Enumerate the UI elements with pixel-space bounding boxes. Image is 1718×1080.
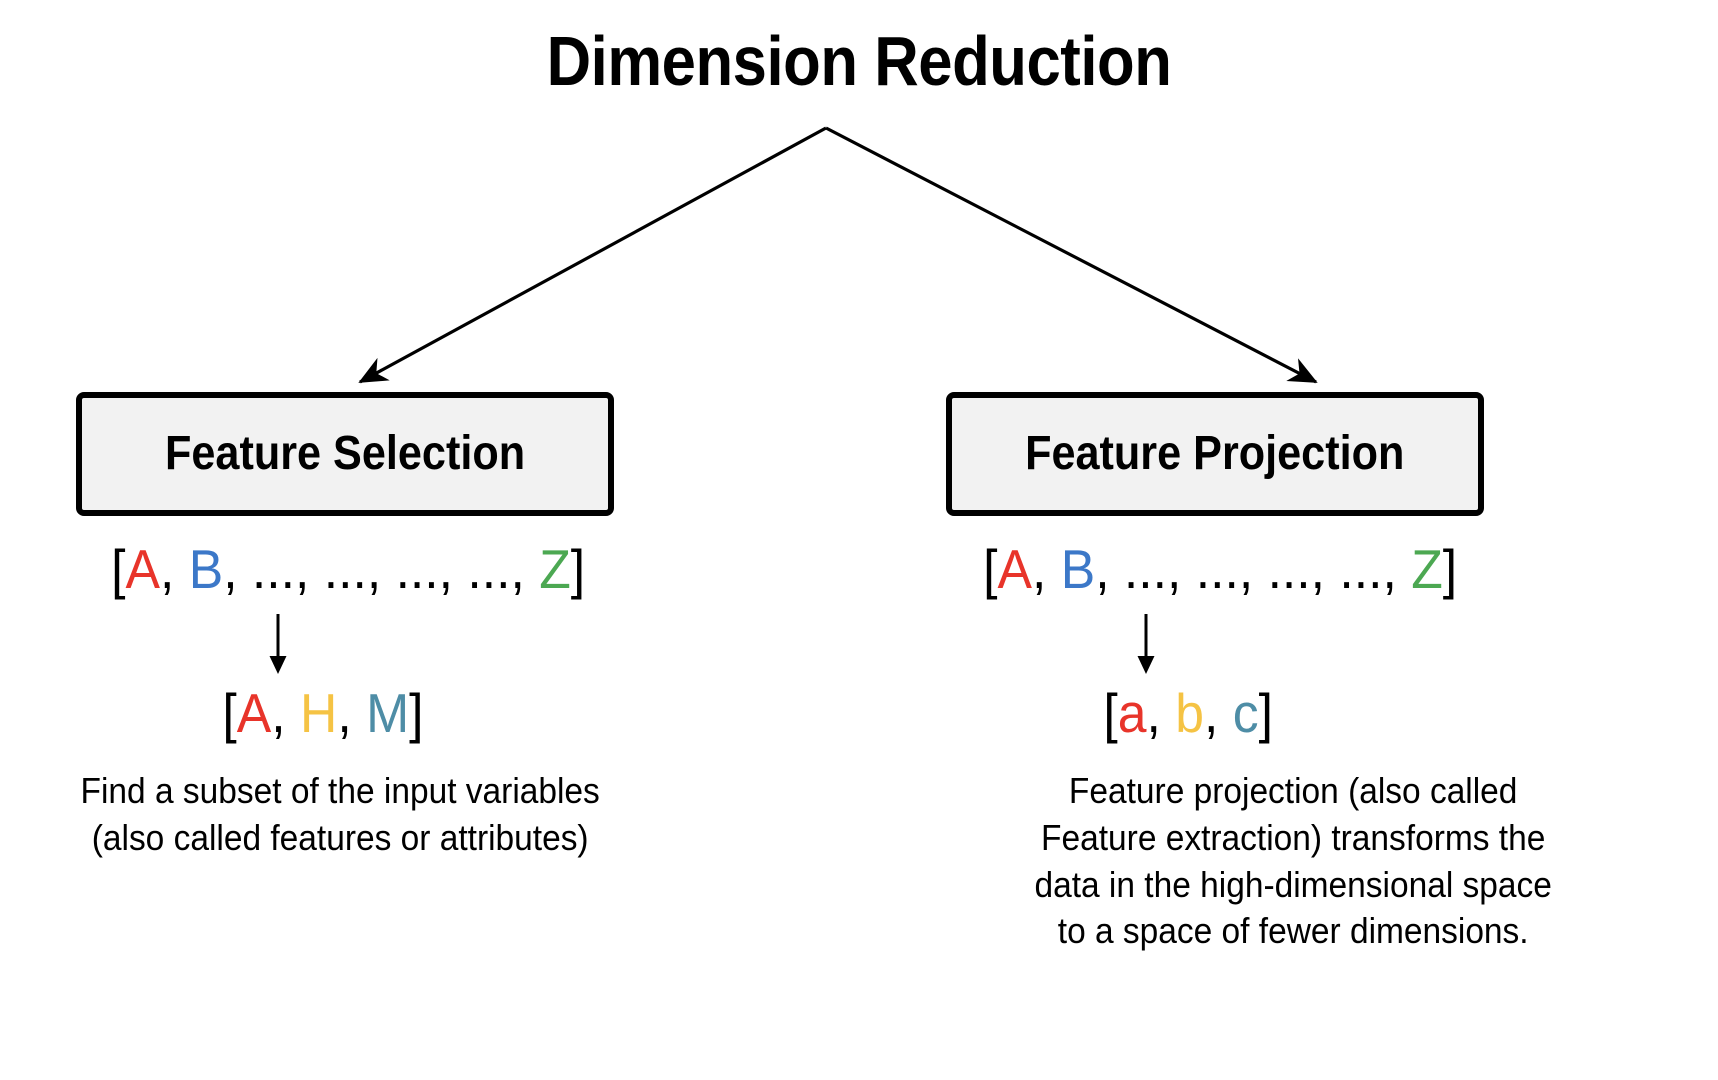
list-token: A [125,538,160,600]
list-token: a [1117,682,1147,744]
list-token: B [1060,538,1096,600]
list-separator: , [223,538,252,600]
input-feature-list-selection: [A, B, ..., ..., ..., ..., Z] [0,542,743,597]
output-feature-list-projection: [a, b, c] [793,686,1583,741]
list-token: M [366,682,410,744]
node-label-feature-selection: Feature Selection [164,427,526,480]
list-separator: , [1095,538,1124,600]
list-separator: , [1310,538,1340,600]
node-box-feature-projection[interactable]: Feature Projection [946,392,1484,516]
caption-feature-projection: Feature projection (also called Feature … [1034,770,1552,952]
node-box-feature-selection[interactable]: Feature Selection [76,392,614,516]
list-close-bracket: ] [570,538,586,600]
list-token: ... [251,538,295,600]
list-separator: , [337,682,367,744]
node-label-feature-projection: Feature Projection [1025,427,1405,480]
input-feature-list-projection: [A, B, ..., ..., ..., ..., Z] [825,542,1615,597]
output-feature-list-selection: [A, H, M] [0,686,718,741]
list-close-bracket: ] [1442,538,1458,600]
list-token: ... [467,538,511,600]
list-token: ... [395,538,439,600]
connector-left [358,126,827,384]
list-open-bracket: [ [222,682,237,744]
list-token: ... [1195,538,1239,600]
list-open-bracket: [ [982,538,998,600]
reduction-arrow-projection [1137,614,1155,674]
list-close-bracket: ] [1258,682,1273,744]
list-separator: , [1203,682,1233,744]
list-token: ... [323,538,367,600]
list-open-bracket: [ [110,538,126,600]
list-separator: , [438,538,468,600]
list-token: H [300,682,338,744]
list-separator: , [1238,538,1268,600]
list-separator: , [1166,538,1196,600]
list-separator: , [510,538,540,600]
list-separator: , [159,538,189,600]
list-token: ... [1123,538,1167,600]
list-token: b [1175,682,1204,744]
caption-feature-selection: Find a subset of the input variables (al… [80,770,600,858]
list-token: Z [1411,538,1443,600]
list-token: A [997,538,1032,600]
list-token: Z [539,538,571,600]
list-separator: , [1031,538,1061,600]
reduction-arrow-selection [269,614,287,674]
list-open-bracket: [ [1103,682,1118,744]
list-token: ... [1339,538,1383,600]
diagram-title: Dimension Reduction [546,22,1172,100]
list-separator: , [1146,682,1176,744]
list-close-bracket: ] [409,682,424,744]
list-token: B [188,538,224,600]
list-separator: , [366,538,396,600]
list-separator: , [1382,538,1412,600]
list-separator: , [271,682,301,744]
list-separator: , [294,538,324,600]
list-token: c [1232,682,1259,744]
list-token: A [236,682,272,744]
connector-right [825,126,1318,384]
list-token: ... [1267,538,1311,600]
